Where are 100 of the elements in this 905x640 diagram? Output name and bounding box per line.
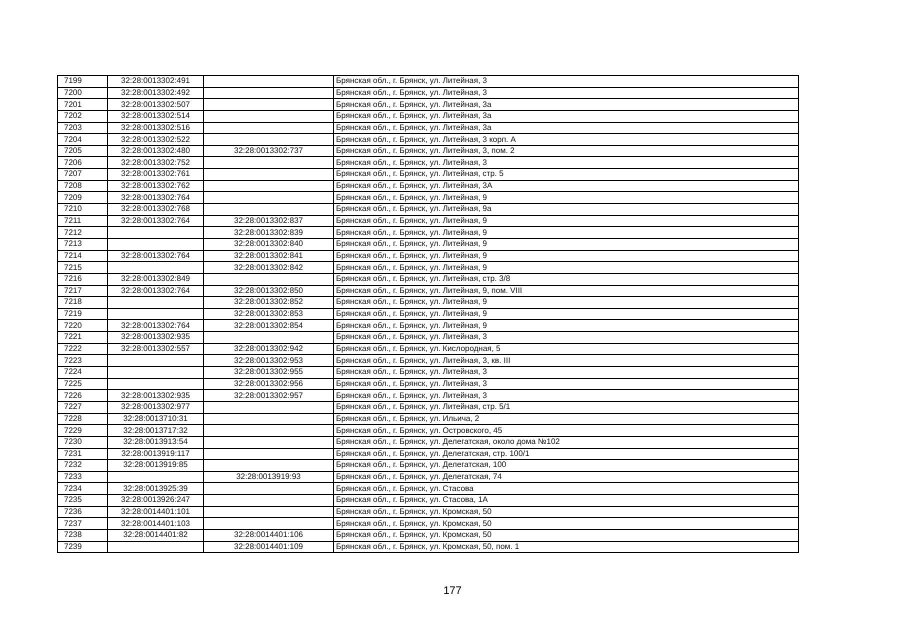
- table-cell: 7232: [58, 460, 108, 472]
- table-cell: 7211: [58, 215, 108, 227]
- table-cell: 7220: [58, 320, 108, 332]
- table-cell: 32:28:0013302:557: [108, 343, 204, 355]
- table-cell: 32:28:0013302:957: [204, 390, 334, 402]
- table-cell: 7226: [58, 390, 108, 402]
- table-cell: 32:28:0014401:106: [204, 529, 334, 542]
- table-cell: 32:28:0013302:837: [204, 215, 334, 227]
- table-cell: Брянская обл., г. Брянск, ул. Литейная, 9а: [334, 204, 798, 216]
- table-cell: 32:28:0014401:82: [108, 529, 204, 542]
- table-cell: 7210: [58, 204, 108, 216]
- table-cell: Брянская обл., г. Брянск, ул. Литейная, 3: [334, 378, 798, 390]
- table-cell: 32:28:0013302:853: [204, 308, 334, 320]
- table-cell: Брянская обл., г. Брянск, ул. Литейная, 3а: [334, 110, 798, 122]
- table-cell: 7235: [58, 494, 108, 506]
- table-cell: 32:28:0013302:955: [204, 366, 334, 378]
- table-cell: 7236: [58, 506, 108, 518]
- table-cell: 32:28:0013302:942: [204, 343, 334, 355]
- table-cell: 7219: [58, 308, 108, 320]
- table-cell: 32:28:0013302:764: [108, 285, 204, 297]
- table-cell: 7209: [58, 192, 108, 204]
- table-cell: 32:28:0013302:842: [204, 262, 334, 274]
- table-cell: 32:28:0013302:850: [204, 285, 334, 297]
- table-cell: 7230: [58, 436, 108, 448]
- table-cell: 32:28:0013302:849: [108, 273, 204, 286]
- table-cell: Брянская обл., г. Брянск, ул. Делегатская, стр. 100/1: [334, 448, 798, 460]
- table-cell: 32:28:0013302:956: [204, 378, 334, 390]
- table-cell: 7223: [58, 354, 108, 367]
- table-cell: 7222: [58, 343, 108, 355]
- table-cell: Брянская обл., г. Брянск, ул. Литейная, 9: [334, 238, 798, 250]
- table-cell: 7238: [58, 529, 108, 542]
- table-cell: Брянская обл., г. Брянск, ул. Литейная, 3А: [334, 180, 798, 192]
- table-cell: 32:28:0013302:768: [108, 204, 204, 216]
- table-cell: 32:28:0014401:109: [204, 541, 334, 553]
- table-cell: 7205: [58, 145, 108, 157]
- table-cell: Брянская обл., г. Брянск, ул. Делегатская, 74: [334, 471, 798, 483]
- table-cell: 32:28:0013302:935: [108, 390, 204, 402]
- table-cell: 7207: [58, 168, 108, 180]
- table-cell: Брянская обл., г. Брянск, ул. Литейная, 3: [334, 332, 798, 344]
- table-cell: 32:28:0013302:737: [204, 145, 334, 157]
- table-cell: 32:28:0013926:247: [108, 494, 204, 506]
- table-cell: 32:28:0013302:764: [108, 192, 204, 204]
- table-cell: 32:28:0013302:514: [108, 110, 204, 122]
- table-cell: Брянская обл., г. Брянск, ул. Литейная, 3а: [334, 122, 798, 134]
- table-cell: 7202: [58, 110, 108, 122]
- table-cell: 32:28:0013302:491: [108, 76, 204, 88]
- table-cell: 7224: [58, 366, 108, 378]
- table-cell: 7204: [58, 134, 108, 146]
- table-cell: 32:28:0013302:492: [108, 87, 204, 99]
- table-cell: Брянская обл., г. Брянск, ул. Литейная, 9: [334, 262, 798, 274]
- table-cell: 7228: [58, 413, 108, 425]
- table-cell: 7200: [58, 87, 108, 99]
- table-cell: Брянская обл., г. Брянск, ул. Литейная, 9, пом. VIII: [334, 285, 798, 297]
- table-cell: Брянская обл., г. Брянск, ул. Литейная, стр. 5: [334, 168, 798, 180]
- table-cell: 7231: [58, 448, 108, 460]
- table-cell: 32:28:0013302:480: [108, 145, 204, 157]
- table-cell: Брянская обл., г. Брянск, ул. Литейная, 3, пом. 2: [334, 145, 798, 157]
- table-cell: Брянская обл., г. Брянск, ул. Кислородная, 5: [334, 343, 798, 355]
- table-cell: Брянская обл., г. Брянск, ул. Ильича, 2: [334, 413, 798, 425]
- table-cell: Брянская обл., г. Брянск, ул. Литейная, 9: [334, 320, 798, 332]
- page-number: 177: [443, 585, 462, 597]
- table-cell: 7203: [58, 122, 108, 134]
- table-cell: Брянская обл., г. Брянск, ул. Литейная, 3 корп. А: [334, 134, 798, 146]
- table-cell: Брянская обл., г. Брянск, ул. Литейная, 3: [334, 390, 798, 402]
- table-cell: 7229: [58, 424, 108, 436]
- table-cell: 32:28:0013302:935: [108, 332, 204, 344]
- table-cell: 32:28:0013302:977: [108, 401, 204, 414]
- table-cell: Брянская обл., г. Брянск, ул. Литейная, 9: [334, 226, 798, 238]
- table-cell: 7234: [58, 482, 108, 495]
- table-cell: Брянская обл., г. Брянск, ул. Литейная, 3: [334, 366, 798, 378]
- table-cell: Брянская обл., г. Брянск, ул. Литейная, 9: [334, 296, 798, 308]
- table-cell: Брянская обл., г. Брянск, ул. Литейная, стр. 3/8: [334, 273, 798, 286]
- table-cell: 7217: [58, 285, 108, 297]
- table-cell: 32:28:0013302:841: [204, 250, 334, 262]
- table-cell: 32:28:0013302:522: [108, 134, 204, 146]
- table-cell: 32:28:0013302:839: [204, 226, 334, 238]
- table-cell: 7239: [58, 541, 108, 553]
- table-cell: 7233: [58, 471, 108, 483]
- table-cell: 32:28:0013302:764: [108, 320, 204, 332]
- table-cell: Брянская обл., г. Брянск, ул. Стасова, 1А: [334, 494, 798, 506]
- table-cell: 32:28:0013919:93: [204, 471, 334, 483]
- table-cell: Брянская обл., г. Брянск, ул. Стасова: [334, 482, 798, 495]
- table-cell: 32:28:0013302:852: [204, 296, 334, 308]
- table-cell: Брянская обл., г. Брянск, ул. Литейная, 3: [334, 76, 798, 88]
- table-cell: 32:28:0013302:840: [204, 238, 334, 250]
- table-cell: 32:28:0013710:31: [108, 413, 204, 425]
- table-cell: 32:28:0013919:85: [108, 460, 204, 472]
- table-cell: 7227: [58, 401, 108, 414]
- table-cell: 32:28:0013302:752: [108, 156, 204, 169]
- table-cell: Брянская обл., г. Брянск, ул. Литейная, 3, кв. III: [334, 354, 798, 367]
- table-cell: Брянская обл., г. Брянск, ул. Кромская, 50: [334, 506, 798, 518]
- table-cell: Брянская обл., г. Брянск, ул. Литейная, 9: [334, 250, 798, 262]
- table-cell: Брянская обл., г. Брянск, ул. Литейная, 3: [334, 87, 798, 99]
- table-cell: Брянская обл., г. Брянск, ул. Островского, 45: [334, 424, 798, 436]
- table-cell: Брянская обл., г. Брянск, ул. Литейная, 9: [334, 192, 798, 204]
- table-cell: 32:28:0013717:32: [108, 424, 204, 436]
- table-cell: 7218: [58, 296, 108, 308]
- table-cell: 32:28:0014401:101: [108, 506, 204, 518]
- table-cell: Брянская обл., г. Брянск, ул. Литейная, стр. 5/1: [334, 401, 798, 414]
- table-cell: 7214: [58, 250, 108, 262]
